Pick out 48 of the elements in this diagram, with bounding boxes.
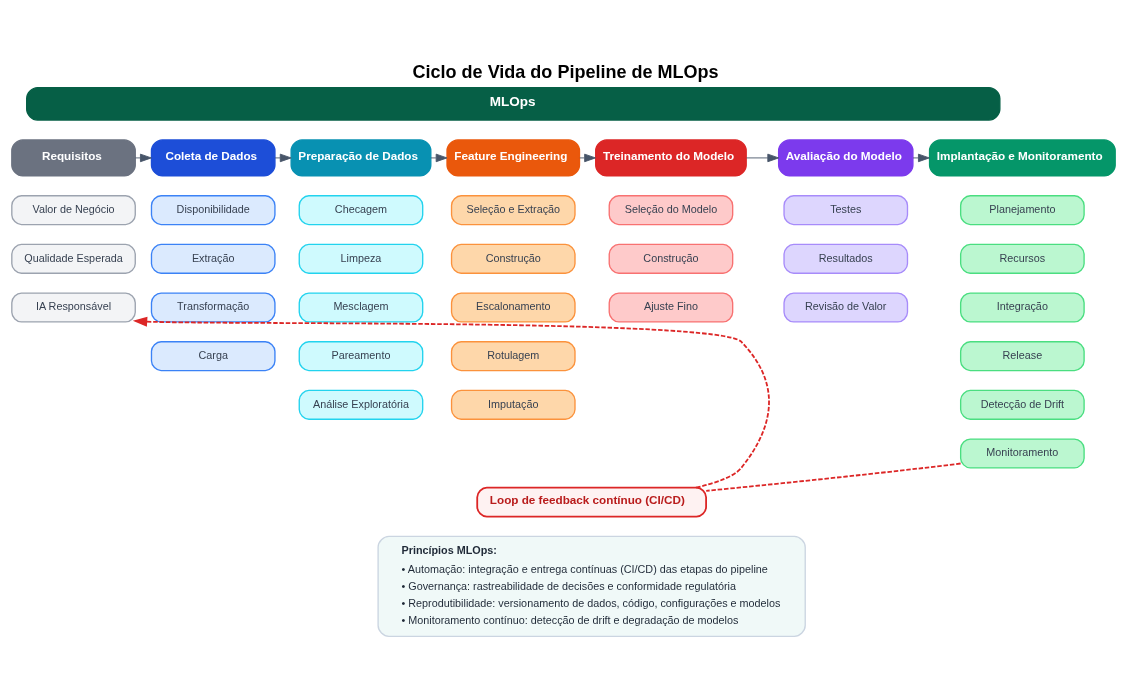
- node-box: Release: [959, 341, 1085, 372]
- node-box: Valor de Negócio: [11, 195, 136, 226]
- node-box: Planejamento: [959, 195, 1085, 226]
- node-box: Requisitos: [11, 139, 136, 177]
- node-box: Carga: [150, 341, 276, 372]
- node-box: Construção: [450, 243, 576, 274]
- node-box: Qualidade Esperada: [11, 243, 136, 274]
- node-box: Monitoramento: [959, 438, 1085, 469]
- node-box: Coleta de Dados: [150, 139, 276, 177]
- node-box: Escalonamento: [450, 292, 576, 323]
- node-box: Mesclagem: [298, 292, 424, 323]
- node-box: Loop de feedback contínuo (CI/CD): [476, 486, 707, 518]
- node-box: Feature Engineering: [446, 139, 581, 177]
- node-box: Implantação e Monitoramento: [928, 139, 1116, 177]
- node-box: Ajuste Fino: [608, 292, 734, 323]
- node-box: Análise Exploratória: [298, 389, 424, 420]
- node-box: Extração: [150, 243, 276, 274]
- node-box: Resultados: [783, 243, 909, 274]
- node-box: Seleção e Extração: [450, 195, 576, 226]
- arrow: [135, 153, 152, 163]
- node-box: Recursos: [959, 243, 1085, 274]
- arrow: [132, 316, 770, 489]
- node-box: Construção: [608, 243, 734, 274]
- node-box: Detecção de Drift: [959, 389, 1085, 420]
- node-box: Limpeza: [298, 243, 424, 274]
- node-box: Transformação: [150, 292, 276, 323]
- node-box: Disponibilidade: [150, 195, 276, 226]
- node-box: Preparação de Dados: [290, 139, 432, 177]
- node-box: Revisão de Valor: [783, 292, 909, 323]
- node-box: Princípios MLOps: • Automação: integração e entrega contínuas (CI/CD) das etapas do pipeline • Governança: rastreabilidade de decisões e conformidade regulatória • Reprodutibilidade: versionamento de dados, código, configurações e modelos • Monitoramento contínuo: detecção de drift e degradação de modelos: [377, 535, 806, 638]
- node-box: Seleção do Modelo: [608, 195, 734, 226]
- node-box: Treinamento do Modelo: [595, 139, 747, 177]
- node-box: Imputação: [450, 389, 576, 420]
- arrow: [579, 153, 596, 163]
- node-box: Pareamento: [298, 341, 424, 372]
- node-box: Integração: [959, 292, 1085, 323]
- arrow: [745, 153, 780, 163]
- node-box: Rotulagem: [450, 341, 576, 372]
- diagram-title: Ciclo de Vida do Pipeline de MLOps: [412, 61, 719, 82]
- node-box: MLOps: [26, 86, 1001, 121]
- node-box: Testes: [783, 195, 909, 226]
- node-box: Avaliação do Modelo: [777, 139, 914, 177]
- arrow: [430, 153, 448, 163]
- arrow: [274, 153, 292, 163]
- node-box: IA Responsável: [11, 292, 136, 323]
- node-box: Checagem: [298, 195, 424, 226]
- connector: [705, 462, 962, 492]
- arrow: [912, 153, 930, 163]
